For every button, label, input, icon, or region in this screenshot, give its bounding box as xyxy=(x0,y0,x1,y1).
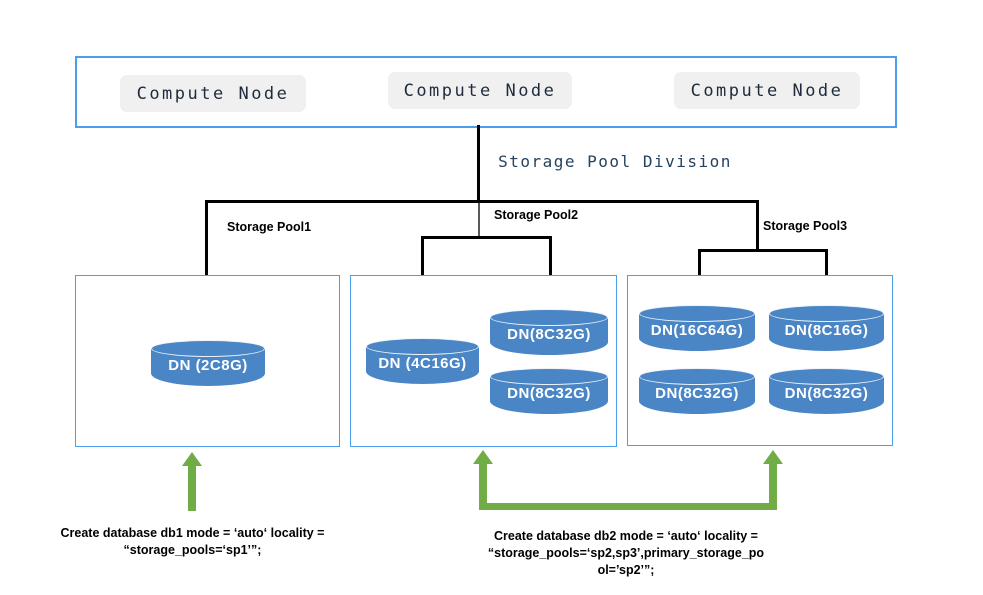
green-arrowhead-pool3-icon xyxy=(763,450,783,464)
connector-pool3-drop-right xyxy=(825,249,828,290)
datanode-cylinder: DN(8C32G) xyxy=(490,368,608,414)
connector-pool2-drop-right xyxy=(549,236,552,296)
annotation-db1-line2: “storage_pools=‘sp1’”; xyxy=(123,543,262,557)
connector-main-vertical xyxy=(477,125,480,202)
datanode-label: DN(8C32G) xyxy=(507,326,591,343)
green-connector-bar xyxy=(479,503,777,510)
cylinder-top xyxy=(490,309,608,326)
datanode-label: DN (2C8G) xyxy=(168,357,248,374)
datanode-cylinder: DN(8C32G) xyxy=(639,368,755,414)
compute-node-1-label: Compute Node xyxy=(136,83,290,104)
annotation-db1: Create database db1 mode = ‘auto‘ locali… xyxy=(35,525,350,559)
connector-pool3-stem xyxy=(756,200,759,251)
annotation-db2-line1: Create database db2 mode = ‘auto‘ locali… xyxy=(494,529,758,543)
annotation-db2: Create database db2 mode = ‘auto‘ locali… xyxy=(470,528,782,579)
green-arrowhead-pool1-icon xyxy=(182,452,202,466)
datanode-cylinder: DN(8C32G) xyxy=(490,309,608,355)
datanode-cylinder: DN (2C8G) xyxy=(151,340,265,386)
datanode-cylinder: DN(8C32G) xyxy=(769,368,884,414)
green-arrow-pool2-shaft xyxy=(479,462,487,510)
compute-node-2-label: Compute Node xyxy=(403,80,557,101)
cylinder-top xyxy=(769,305,884,322)
compute-node-3: Compute Node xyxy=(674,72,860,109)
datanode-cylinder: DN(8C16G) xyxy=(769,305,884,351)
compute-node-1: Compute Node xyxy=(120,75,306,112)
connector-pool3-bracket xyxy=(698,249,828,252)
cylinder-top xyxy=(769,368,884,385)
connector-main-horizontal xyxy=(205,200,759,203)
compute-node-2: Compute Node xyxy=(388,72,572,109)
storage-pool3-box xyxy=(627,275,893,446)
datanode-label: DN(8C16G) xyxy=(784,322,869,339)
datanode-label: DN(8C32G) xyxy=(507,385,591,402)
green-arrow-pool1-shaft xyxy=(188,464,196,511)
annotation-db2-line3: ol=’sp2’”; xyxy=(597,563,655,577)
annotation-db2-line2: “storage_pools=‘sp2,sp3’,primary_storage… xyxy=(487,546,765,560)
connector-pool3-drop-left xyxy=(698,249,701,290)
storage-pool3-label: Storage Pool3 xyxy=(763,219,848,233)
diagram-title: Storage Pool Division xyxy=(498,152,732,171)
datanode-label: DN (4C16G) xyxy=(378,355,467,372)
datanode-label: DN(8C32G) xyxy=(784,385,869,402)
storage-pool1-label: Storage Pool1 xyxy=(227,220,312,234)
connector-pool2-stem xyxy=(478,203,480,237)
datanode-cylinder: DN (4C16G) xyxy=(366,338,479,384)
datanode-label: DN(8C32G) xyxy=(655,385,739,402)
storage-pool2-label: Storage Pool2 xyxy=(494,208,579,222)
cylinder-top xyxy=(490,368,608,385)
compute-node-3-label: Compute Node xyxy=(690,80,844,101)
cylinder-top xyxy=(366,338,479,355)
datanode-cylinder: DN(16C64G) xyxy=(639,305,755,351)
connector-pool2-bracket xyxy=(421,236,552,239)
annotation-db1-line1: Create database db1 mode = ‘auto‘ locali… xyxy=(60,526,325,540)
connector-pool1-drop xyxy=(205,200,208,327)
datanode-label: DN(16C64G) xyxy=(650,322,744,339)
cylinder-top xyxy=(151,340,265,357)
cylinder-top xyxy=(639,305,755,322)
green-arrowhead-pool2-icon xyxy=(473,450,493,464)
cylinder-top xyxy=(639,368,755,385)
green-arrow-pool3-shaft xyxy=(769,462,777,510)
